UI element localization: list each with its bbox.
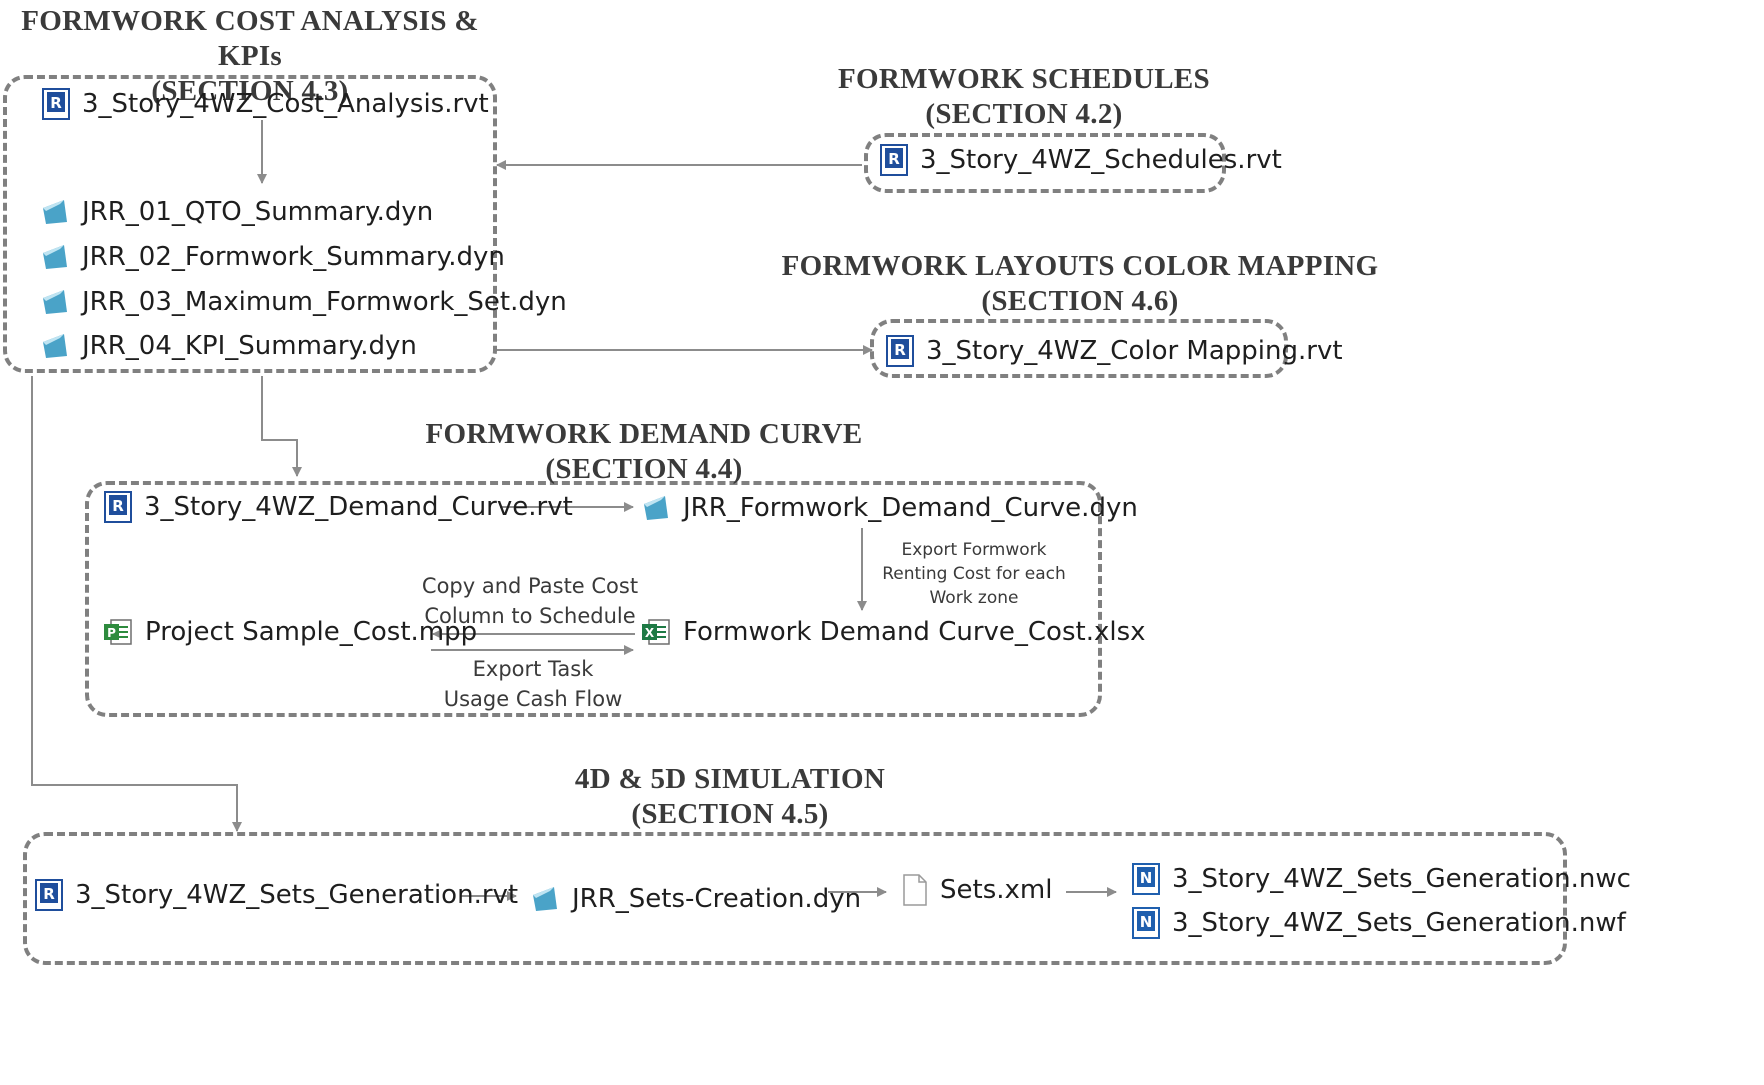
demand-curve-title: FORMWORK DEMAND CURVE(SECTION 4.4) — [425, 418, 863, 485]
revit-file-icon: R — [104, 491, 132, 523]
group-demand-curve — [85, 481, 1102, 717]
file-sets-generation-rvt[interactable]: R 3_Story_4WZ_Sets_Generation.rvt — [35, 879, 518, 911]
svg-text:R: R — [43, 885, 55, 903]
arrow-cost-to-demand — [261, 376, 302, 477]
dynamo-script-icon — [43, 245, 67, 269]
svg-text:R: R — [888, 150, 900, 168]
file-sets-creation-dyn[interactable]: JRR_Sets-Creation.dyn — [530, 884, 861, 914]
dynamo-script-icon — [644, 496, 668, 520]
group-schedules — [864, 133, 1226, 193]
arrow-cost-to-simulation — [31, 376, 242, 832]
simulation-title: 4D & 5D SIMULATION(SECTION 4.5) — [574, 763, 886, 830]
dynamo-script-icon — [43, 334, 67, 358]
file-kpi-summary-dyn[interactable]: JRR_04_KPI_Summary.dyn — [40, 331, 417, 361]
dynamo-script-icon — [43, 290, 67, 314]
file-project-sample-mpp[interactable]: P Project Sample_Cost.mpp — [103, 617, 477, 647]
cost-analysis-title: FORMWORK COST ANALYSIS & KPIs(SECTION 4.… — [21, 5, 479, 107]
svg-text:X: X — [645, 626, 655, 640]
document-file-icon — [903, 874, 927, 906]
revit-file-icon: R — [42, 88, 70, 120]
file-schedules-rvt[interactable]: R 3_Story_4WZ_Schedules.rvt — [880, 144, 1282, 176]
dynamo-script-icon — [533, 887, 557, 911]
schedules-title: FORMWORK SCHEDULES(SECTION 4.2) — [838, 63, 1210, 130]
file-demand-curve-xlsx[interactable]: X Formwork Demand Curve_Cost.xlsx — [641, 617, 1146, 647]
file-demand-curve-dyn[interactable]: JRR_Formwork_Demand_Curve.dyn — [641, 493, 1138, 523]
svg-text:R: R — [112, 497, 124, 515]
file-color-mapping-rvt[interactable]: R 3_Story_4WZ_Color Mapping.rvt — [886, 335, 1343, 367]
file-cost-analysis-rvt[interactable]: R 3_Story_4WZ_Cost_Analysis.rvt — [42, 88, 489, 120]
group-simulation — [23, 832, 1567, 965]
svg-text:N: N — [1140, 869, 1153, 887]
revit-file-icon: R — [35, 879, 63, 911]
excel-file-icon: X — [642, 619, 670, 645]
svg-text:R: R — [894, 341, 906, 359]
group-color-mapping — [870, 319, 1288, 378]
file-sets-generation-nwf[interactable]: N 3_Story_4WZ_Sets_Generation.nwf — [1132, 907, 1626, 939]
file-qto-summary-dyn[interactable]: JRR_01_QTO_Summary.dyn — [40, 197, 433, 227]
svg-text:P: P — [107, 626, 116, 640]
color-mapping-title: FORMWORK LAYOUTS COLOR MAPPING(SECTION 4… — [781, 250, 1379, 317]
file-maximum-formwork-set-dyn[interactable]: JRR_03_Maximum_Formwork_Set.dyn — [40, 287, 567, 317]
file-formwork-summary-dyn[interactable]: JRR_02_Formwork_Summary.dyn — [40, 242, 505, 272]
navisworks-file-icon: N — [1132, 863, 1160, 895]
dynamo-script-icon — [43, 200, 67, 224]
file-sets-xml[interactable]: Sets.xml — [902, 874, 1052, 906]
svg-text:R: R — [50, 94, 62, 112]
svg-text:N: N — [1140, 913, 1153, 931]
file-sets-generation-nwc[interactable]: N 3_Story_4WZ_Sets_Generation.nwc — [1132, 863, 1631, 895]
navisworks-file-icon: N — [1132, 907, 1160, 939]
revit-file-icon: R — [880, 144, 908, 176]
revit-file-icon: R — [886, 335, 914, 367]
group-cost-analysis — [3, 75, 497, 373]
ms-project-file-icon: P — [104, 619, 132, 645]
file-demand-curve-rvt[interactable]: R 3_Story_4WZ_Demand_Curve.rvt — [104, 491, 573, 523]
